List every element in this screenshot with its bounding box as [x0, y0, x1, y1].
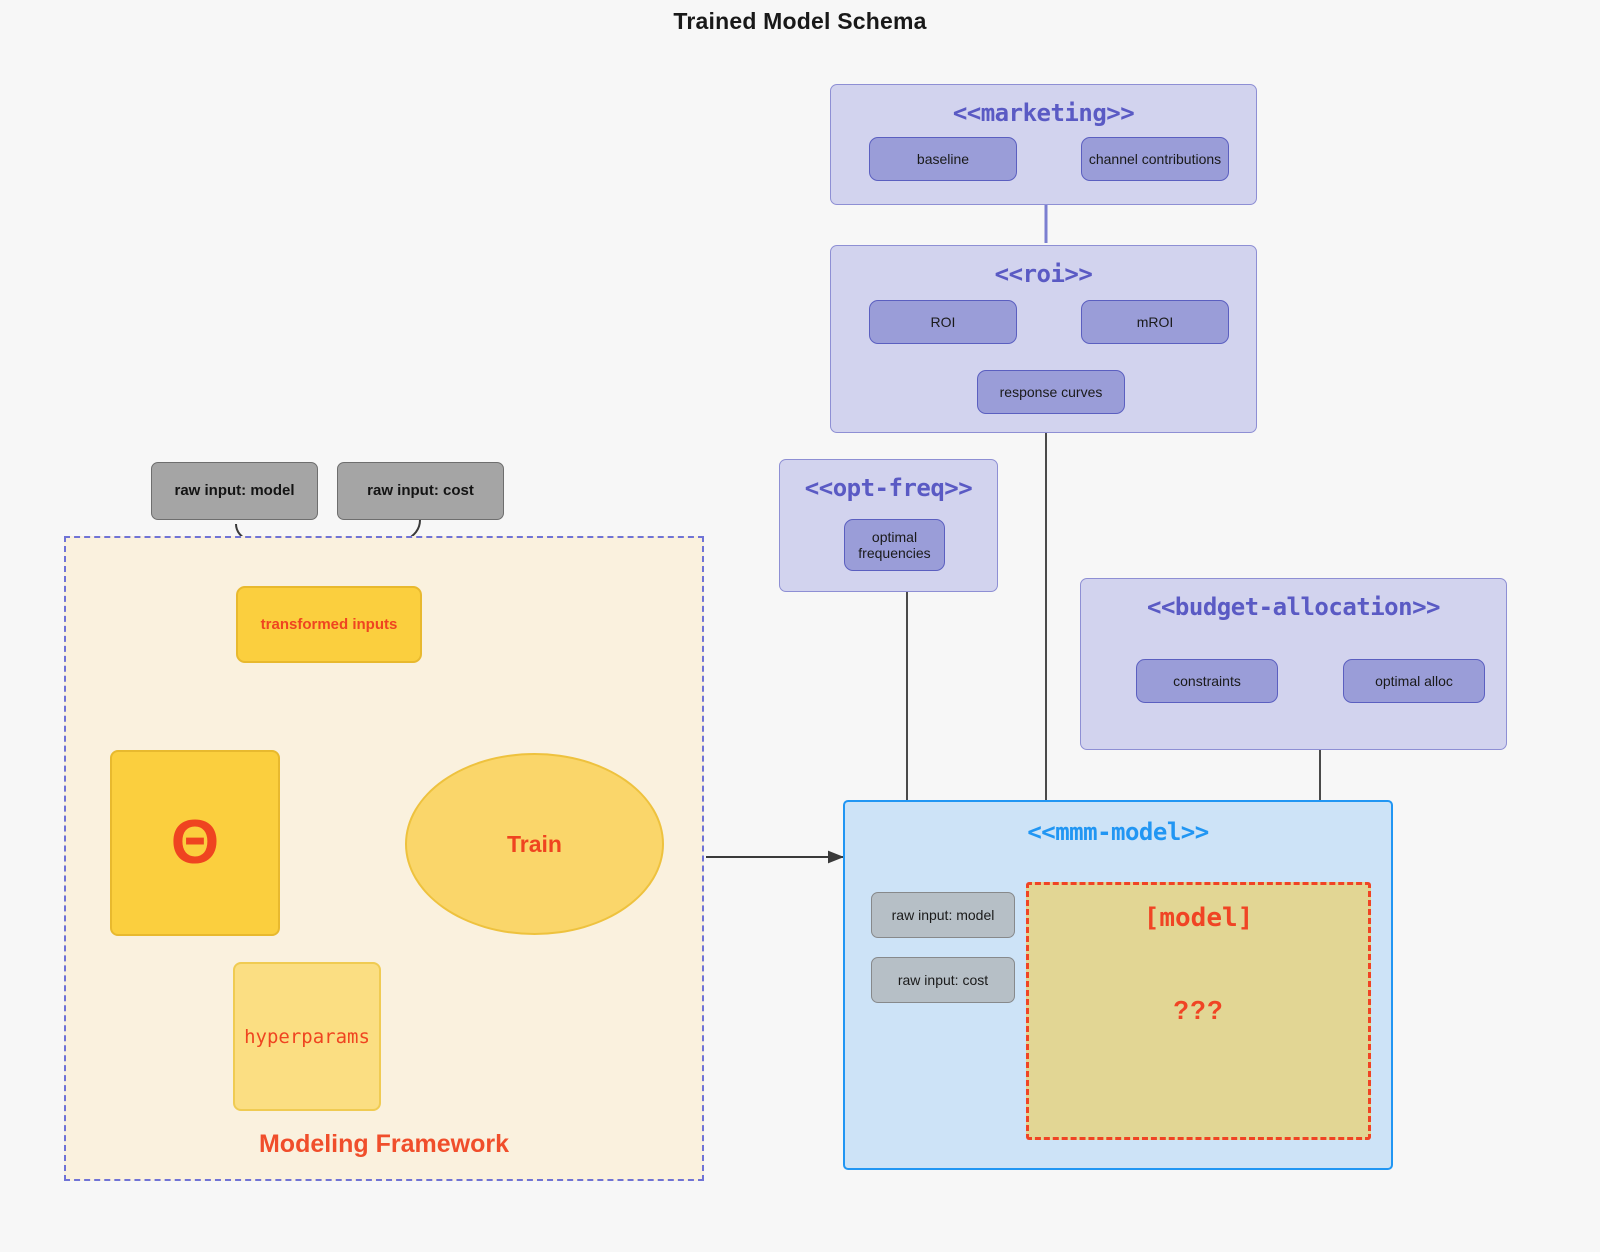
card-response-curves[interactable]: response curves [969, 363, 1125, 414]
package-budget-allocation-title: <<budget-allocation>> [1147, 593, 1440, 621]
card-raw-input-cost-label: raw input: cost [367, 482, 474, 500]
card-response-curves-label: response curves [999, 383, 1103, 400]
package-roi-title: <<roi>> [994, 260, 1093, 288]
package-roi[interactable]: <<roi>> ROI mROI response curves [830, 245, 1257, 433]
package-mmm-model-title: <<mmm-model>> [1027, 818, 1209, 846]
card-hyperparams[interactable]: hyperparams [222, 952, 381, 1111]
card-channel-contributions-label: channel contributions [1088, 150, 1222, 167]
package-opt-freq[interactable]: <<opt-freq>> optimal frequencies [779, 459, 998, 592]
card-baseline-label: baseline [916, 150, 970, 167]
card-hyperparams-label: hyperparams [244, 1025, 370, 1048]
node-train-label: Train [507, 830, 562, 857]
modeling-framework-label: Modeling Framework [258, 1130, 510, 1158]
card-transformed-inputs[interactable]: transformed inputs [227, 578, 422, 663]
card-mmm-raw-input-model-label: raw input: model [891, 906, 995, 923]
card-mmm-raw-input-model[interactable]: raw input: model [863, 885, 1015, 938]
card-channel-contributions[interactable]: channel contributions [1073, 130, 1229, 181]
card-mmm-raw-input-cost-label: raw input: cost [897, 971, 989, 988]
card-mroi[interactable]: mROI [1073, 293, 1229, 344]
node-train[interactable]: Train [405, 753, 664, 935]
package-marketing[interactable]: <<marketing>> baseline channel contribut… [830, 84, 1257, 205]
package-opt-freq-title: <<opt-freq>> [804, 474, 973, 502]
card-mroi-label: mROI [1136, 313, 1174, 330]
package-marketing-title: <<marketing>> [952, 99, 1135, 127]
card-mmm-raw-input-cost[interactable]: raw input: cost [863, 950, 1015, 1003]
card-optimal-frequencies[interactable]: optimal frequencies [836, 512, 945, 571]
card-raw-input-model-label: raw input: model [174, 482, 295, 500]
card-optimal-alloc[interactable]: optimal alloc [1335, 652, 1485, 703]
card-raw-input-cost[interactable]: raw input: cost [329, 455, 504, 520]
card-transformed-inputs-label: transformed inputs [260, 616, 398, 633]
card-raw-input-model[interactable]: raw input: model [143, 455, 318, 520]
card-optimal-frequencies-label: optimal frequencies [858, 528, 931, 561]
card-optimal-alloc-label: optimal alloc [1375, 672, 1453, 689]
model-placeholder-title: [model] [1143, 903, 1254, 933]
card-theta[interactable]: Θ [101, 742, 280, 936]
package-budget-allocation[interactable]: <<budget-allocation>> constraints optima… [1080, 578, 1507, 750]
card-constraints-label: constraints [1173, 672, 1241, 689]
theta-icon: Θ [170, 808, 220, 877]
model-placeholder-unknown: ??? [1173, 995, 1224, 1025]
model-placeholder-box[interactable]: [model] ??? [1026, 882, 1371, 1140]
card-constraints[interactable]: constraints [1128, 652, 1278, 703]
card-roi-label: ROI [930, 313, 956, 330]
card-baseline[interactable]: baseline [861, 130, 1017, 181]
card-roi[interactable]: ROI [861, 293, 1017, 344]
page-title: Trained Model Schema [673, 8, 927, 34]
